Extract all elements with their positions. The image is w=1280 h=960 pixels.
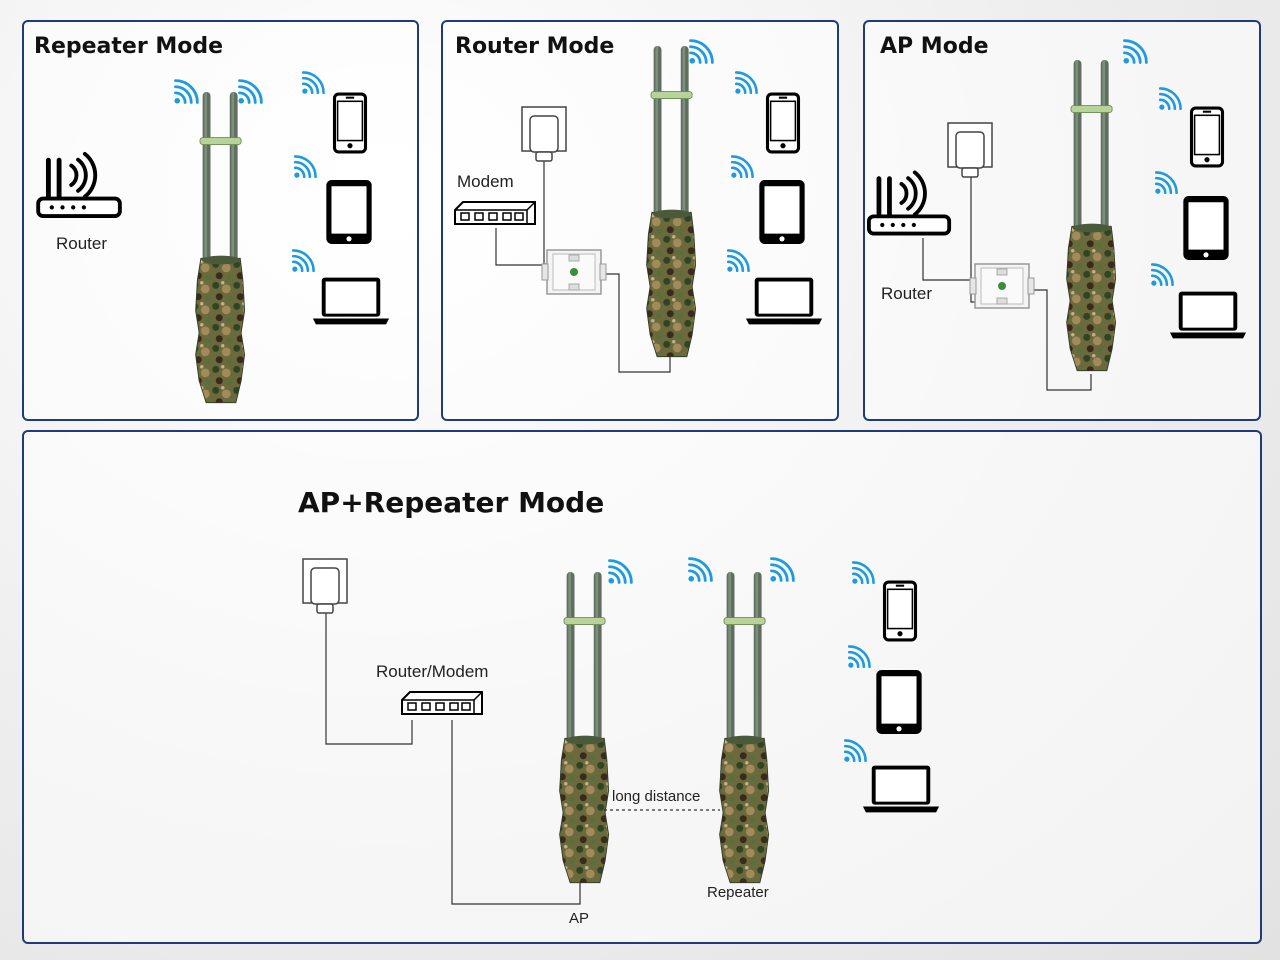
wifi-icon — [842, 739, 867, 764]
wifi-icon — [607, 559, 633, 585]
router-modem-label: Router/Modem — [376, 662, 489, 681]
outdoor-ap-icon — [195, 92, 246, 404]
router-label: Router — [56, 234, 108, 253]
power-adapter-icon — [302, 558, 348, 614]
outdoor-ap-icon — [1066, 60, 1117, 372]
wifi-icon — [290, 249, 315, 274]
laptop-icon — [1169, 291, 1247, 339]
phone-icon — [332, 92, 368, 154]
wifi-icon — [769, 557, 795, 583]
router-icon — [867, 170, 952, 236]
wifi-icon — [850, 561, 875, 586]
phone-icon — [882, 580, 918, 642]
modem-label: Modem — [457, 172, 514, 191]
ap-mode-panel: AP Mode Router — [863, 20, 1261, 421]
poe-injector-icon — [541, 249, 607, 295]
poe-injector-icon — [969, 263, 1035, 309]
wifi-icon — [846, 645, 871, 670]
wifi-icon — [173, 79, 199, 105]
wifi-icon — [237, 79, 263, 105]
tablet-icon — [1183, 196, 1229, 260]
ap-repeater-mode-panel: AP+Repeater Mode Router/Modem long dista… — [22, 430, 1262, 944]
outdoor-ap-icon — [559, 572, 610, 884]
tablet-icon — [759, 180, 805, 244]
long-distance-label: long distance — [612, 788, 701, 805]
router-mode-diagram — [454, 39, 823, 373]
wifi-icon — [687, 557, 713, 583]
power-adapter-icon — [947, 122, 993, 178]
repeater-mode-diagram — [36, 71, 390, 404]
phone-icon — [765, 92, 801, 154]
wifi-icon — [733, 71, 758, 96]
wifi-icon — [1157, 87, 1182, 112]
ap-mode-diagram — [867, 39, 1247, 391]
ap-mode-title: AP Mode — [880, 34, 989, 59]
router-label: Router — [881, 284, 933, 303]
wifi-icon — [725, 249, 750, 274]
laptop-icon — [312, 277, 390, 325]
phone-icon — [1189, 106, 1225, 168]
outdoor-ap-icon — [646, 46, 697, 358]
wifi-icon — [1153, 171, 1178, 196]
ap-label: AP — [569, 910, 590, 927]
wifi-icon — [688, 39, 714, 65]
repeater-mode-title: Repeater Mode — [34, 34, 223, 59]
wifi-icon — [300, 71, 325, 96]
tablet-icon — [326, 180, 372, 244]
router-icon — [36, 151, 122, 219]
repeater-label: Repeater — [707, 884, 769, 901]
router-mode-panel: Router Mode Modem — [441, 20, 839, 421]
wifi-icon — [729, 155, 754, 180]
router-mode-title: Router Mode — [455, 34, 615, 59]
connection-lines — [325, 612, 581, 905]
ap-repeater-mode-title: AP+Repeater Mode — [298, 486, 605, 519]
repeater-mode-panel: Repeater Mode Router — [22, 20, 419, 421]
wifi-icon — [1122, 39, 1148, 65]
power-adapter-icon — [521, 106, 567, 162]
switch-icon — [454, 201, 536, 225]
outdoor-ap-icon — [719, 572, 770, 884]
laptop-icon — [745, 277, 823, 325]
switch-icon — [401, 691, 483, 715]
ap-repeater-diagram — [302, 557, 940, 905]
tablet-icon — [876, 670, 922, 734]
wifi-icon — [292, 155, 317, 180]
wifi-icon — [1149, 263, 1174, 288]
laptop-icon — [862, 765, 940, 813]
